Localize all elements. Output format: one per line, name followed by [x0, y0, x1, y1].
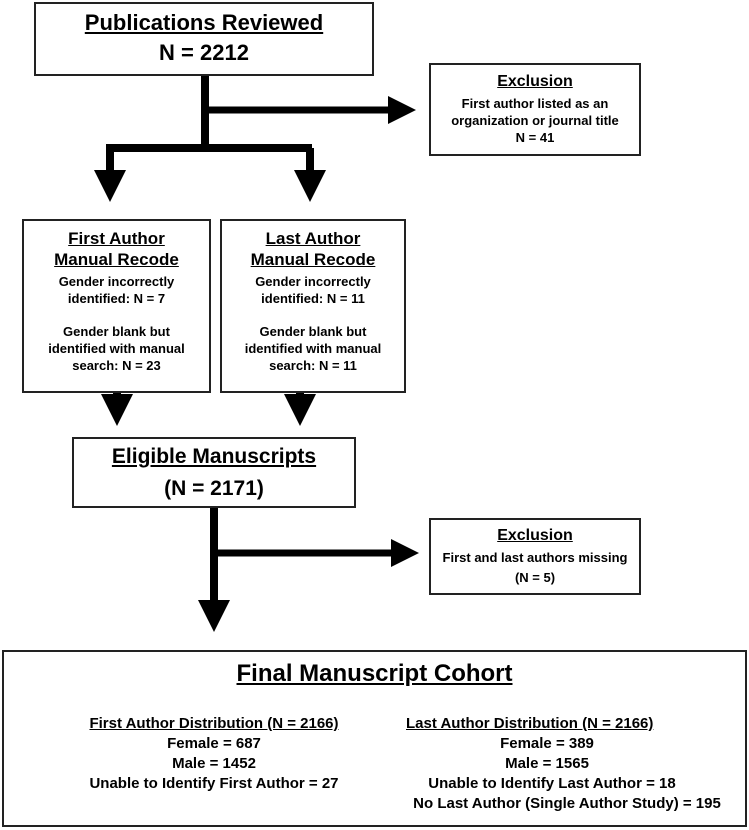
first-author-recode-line-1: Gender incorrectly [58, 274, 175, 289]
first-author-recode-title-2: Manual Recode [54, 250, 179, 269]
exclusion-1-line-3: N = 41 [515, 130, 555, 145]
exclusion-1-line-2: organization or journal title [451, 113, 619, 128]
exclusion-1-title: Exclusion [497, 73, 573, 90]
last-author-distribution-heading: Last Author Distribution (N = 2166) [406, 715, 654, 732]
exclusion-2-line-1: First and last authors missing [442, 550, 628, 565]
first-author-distribution-heading: First Author Distribution (N = 2166) [89, 715, 339, 732]
first-author-distribution: First Author Distribution (N = 2166) Fem… [74, 714, 354, 794]
exclusion-1-line-1: First author listed as an [461, 96, 609, 111]
publications-count: N = 2212 [159, 40, 249, 65]
exclusion-2-line-2: (N = 5) [514, 570, 556, 585]
first-author-male: Male = 1452 [172, 755, 256, 772]
last-author-recode-line-2: identified: N = 11 [261, 291, 365, 306]
last-author-male: Male = 1565 [505, 755, 589, 772]
first-author-recode-box: First Author Manual Recode Gender incorr… [22, 219, 211, 393]
last-author-recode-box: Last Author Manual Recode Gender incorre… [220, 219, 406, 393]
last-author-recode-line-6: search: N = 11 [269, 358, 357, 373]
eligible-count: (N = 2171) [164, 477, 264, 500]
final-cohort-box: Final Manuscript Cohort First Author Dis… [2, 650, 747, 827]
first-author-recode-line-5: identified with manual [48, 341, 185, 356]
exclusion-2-title: Exclusion [497, 527, 573, 544]
first-author-recode-line-4: Gender blank but [63, 324, 170, 339]
last-author-recode-line-1: Gender incorrectly [255, 274, 371, 289]
first-author-recode-title-1: First Author [68, 229, 165, 248]
eligible-box: Eligible Manuscripts (N = 2171) [72, 437, 356, 508]
publications-title: Publications Reviewed [84, 10, 324, 35]
last-author-recode-line-4: Gender blank but [259, 324, 367, 339]
final-cohort-title: Final Manuscript Cohort [236, 660, 513, 687]
exclusion-box-1: Exclusion First author listed as an orga… [429, 63, 641, 156]
last-author-recode-title-1: Last Author [265, 229, 361, 248]
last-author-recode-title-2: Manual Recode [250, 250, 376, 269]
first-author-unable: Unable to Identify First Author = 27 [89, 775, 339, 792]
first-author-recode-line-2: identified: N = 7 [67, 291, 166, 306]
last-author-female: Female = 389 [500, 735, 594, 752]
exclusion-box-2: Exclusion First and last authors missing… [429, 518, 641, 595]
last-author-distribution: Last Author Distribution (N = 2166) Fema… [402, 714, 732, 814]
last-author-unable: Unable to Identify Last Author = 18 [428, 775, 676, 792]
first-author-recode-line-6: search: N = 23 [72, 358, 161, 373]
eligible-title: Eligible Manuscripts [111, 445, 317, 468]
last-author-recode-line-5: identified with manual [244, 341, 382, 356]
first-author-female: Female = 687 [167, 735, 261, 752]
publications-box: Publications Reviewed N = 2212 [34, 2, 374, 76]
last-author-none: No Last Author (Single Author Study) = 1… [413, 795, 721, 812]
